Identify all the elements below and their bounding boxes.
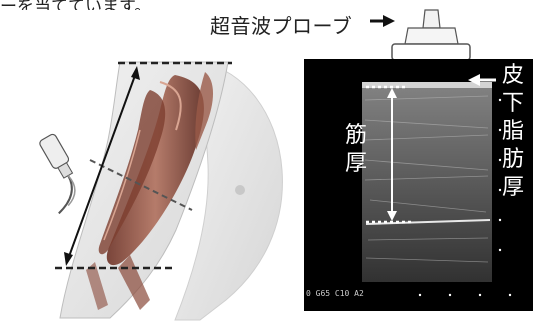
scan-settings-text: 0 G65 C10 A2 — [306, 289, 364, 298]
scan-area — [362, 82, 492, 282]
subcutaneous-fat-thickness-label: 皮 下 脂 肪 厚 — [502, 62, 524, 202]
skin-band — [362, 82, 492, 88]
muscle-thickness-label: 筋 厚 — [345, 122, 367, 178]
